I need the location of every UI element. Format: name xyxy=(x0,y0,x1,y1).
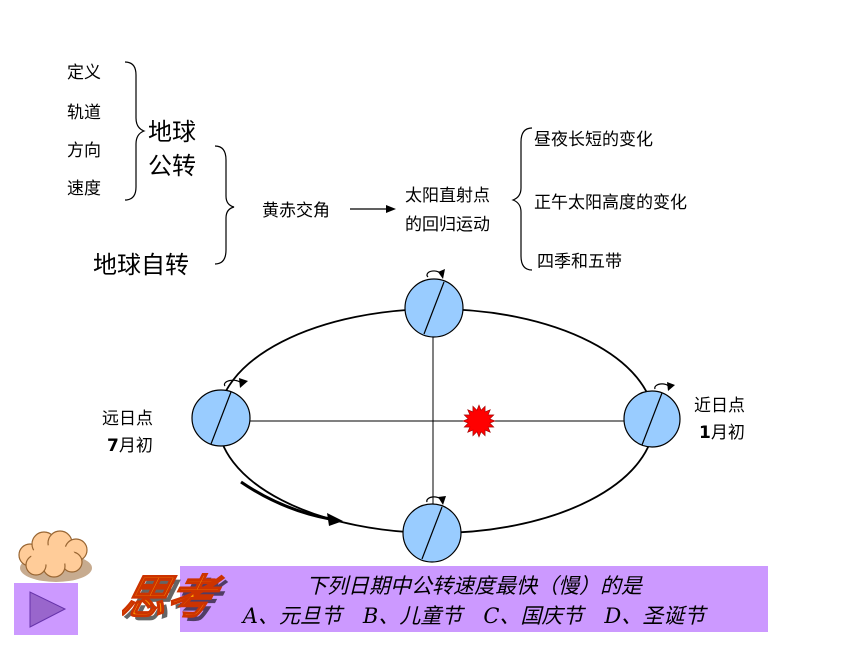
brace-motions xyxy=(214,145,235,265)
earth-bottom xyxy=(402,496,462,563)
aphelion-label: 远日点 xyxy=(102,409,153,429)
think-title-shadow: 思考 xyxy=(122,575,230,629)
brace-revolution xyxy=(124,61,146,201)
earth-rotation-label: 地球自转 xyxy=(93,251,189,279)
play-icon xyxy=(29,591,67,628)
perihelion-month-number: 1 xyxy=(699,423,711,443)
orbit-direction-arrow xyxy=(240,480,343,526)
brace-effects xyxy=(511,127,533,271)
perihelion-label: 近日点 xyxy=(694,396,745,416)
obliquity-label: 黄赤交角 xyxy=(262,201,330,221)
direct-sun-label-line2: 的回归运动 xyxy=(405,215,490,235)
earth-right-perihelion xyxy=(623,382,681,448)
revolution-item-orbit: 轨道 xyxy=(67,103,101,123)
direct-sun-label-line1: 太阳直射点 xyxy=(405,186,490,206)
revolution-item-speed: 速度 xyxy=(67,179,101,199)
effect-noon-sun-height: 正午太阳高度的变化 xyxy=(534,193,687,213)
play-button[interactable] xyxy=(14,583,78,635)
revolution-item-direction: 方向 xyxy=(67,141,101,161)
perihelion-month: 1月初 xyxy=(699,418,745,443)
cloud-icon xyxy=(18,530,92,582)
question-options: A、元旦节 B、儿童节 C、国庆节 D、圣诞节 xyxy=(242,604,706,628)
earth-top xyxy=(404,269,464,338)
sun-icon xyxy=(462,404,496,438)
perihelion-month-text: 月初 xyxy=(710,423,745,443)
question-panel xyxy=(180,566,768,632)
think-title-text: 思考 xyxy=(122,571,226,625)
question-text: 下列日期中公转速度最快（慢）的是 xyxy=(306,574,642,598)
arrow-obliquity xyxy=(350,205,396,213)
think-title: 思考 思考 xyxy=(122,570,230,629)
earth-left-aphelion xyxy=(191,378,251,447)
effect-seasons-zones: 四季和五带 xyxy=(537,252,622,272)
effect-day-length: 昼夜长短的变化 xyxy=(534,130,653,150)
earth-revolution-label-line1: 地球 xyxy=(148,118,196,146)
revolution-item-definition: 定义 xyxy=(67,63,101,83)
aphelion-month: 7月初 xyxy=(107,431,153,456)
aphelion-month-text: 月初 xyxy=(118,436,153,456)
earth-revolution-label-line2: 公转 xyxy=(148,152,196,180)
aphelion-month-number: 7 xyxy=(107,436,119,456)
